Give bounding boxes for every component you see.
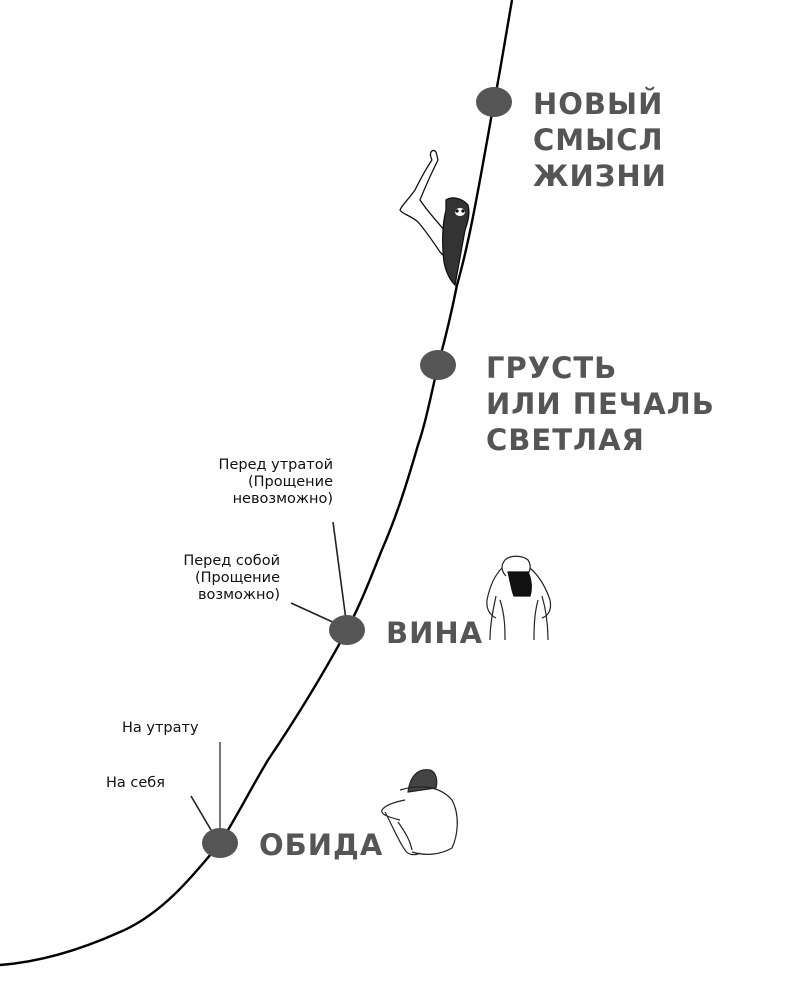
note-pered-soboy: Перед собой (Прощение возможно): [183, 553, 280, 603]
leader-line-na-sebya: [190, 795, 212, 831]
leader-line-pered-utratoy: [332, 521, 347, 621]
note-pered-utratoy: Перед утратой (Прощение невозможно): [218, 457, 333, 507]
note-na-utratu: На утрату: [122, 720, 199, 736]
stage-label-novy-smysl: НОВЫЙ СМЫСЛ ЖИЗНИ: [533, 87, 667, 193]
figure-hands-on-face-illustration: [486, 555, 552, 641]
leader-line-pered-soboy: [290, 602, 338, 625]
stage-node-vina: [329, 615, 365, 645]
figure-hugging-knees-illustration: [381, 769, 458, 856]
stage-label-vina: ВИНА: [386, 616, 484, 650]
stage-node-grust: [420, 350, 456, 380]
figure-waving-hand-illustration: [399, 149, 470, 287]
stage-label-grust: ГРУСТЬ ИЛИ ПЕЧАЛЬ СВЕТЛАЯ: [486, 351, 715, 457]
note-na-sebya: На себя: [106, 775, 165, 791]
growth-curve: [0, 0, 514, 967]
stage-node-novy-smysl: [476, 87, 512, 117]
stage-node-obida: [202, 828, 238, 858]
stage-label-obida: ОБИДА: [259, 828, 384, 862]
